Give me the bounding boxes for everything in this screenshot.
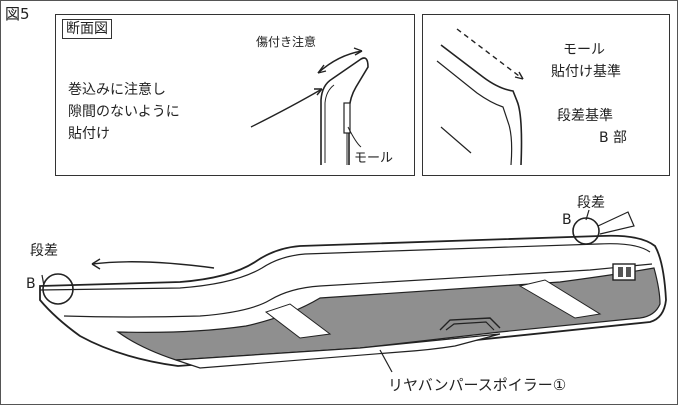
section-panel-outline [320, 57, 369, 165]
part-name-label: リヤバンパースポイラー① [388, 376, 567, 394]
spoiler-highlight-2 [264, 303, 332, 339]
caution-arrow [317, 50, 363, 74]
bracket-icon [612, 263, 636, 281]
b-label-left: B [26, 276, 36, 292]
spoiler-bottom-lip [175, 333, 501, 369]
section-title: 断面図 [62, 19, 112, 39]
b-label-right: B [562, 212, 572, 228]
leader-molding [347, 126, 362, 148]
step-flag-right [597, 211, 635, 235]
leader-part-name [379, 349, 393, 373]
reference-dashed-line [456, 28, 524, 80]
step-ref-line-2: B 部 [599, 130, 628, 146]
reference-drawing [436, 28, 524, 166]
molding-ref-line-1: モール [563, 42, 605, 58]
spoiler-highlight-1 [518, 279, 602, 319]
wrap-caution-line-3: 貼付け [68, 126, 110, 142]
section-drawing [250, 47, 369, 165]
step-label-left: 段差 [30, 243, 58, 259]
molding-label: モール [354, 151, 394, 166]
wrap-caution-line-1: 巻込みに注意し [68, 82, 166, 98]
step-label-right: 段差 [577, 195, 605, 211]
scratch-caution-label: 傷付き注意 [256, 35, 317, 49]
spoiler-shaded-face [116, 267, 661, 361]
figure-label: 図5 [5, 5, 30, 23]
reference-inset-panel: モール 貼付け基準 段差基準 B 部 [422, 14, 670, 176]
spoiler-edge-line [39, 243, 651, 291]
step-ref-line-1: 段差基準 [557, 108, 613, 124]
center-notch [439, 317, 501, 331]
wrap-caution-line-2: 隙間のないように [68, 104, 180, 120]
reference-edge-outer [440, 44, 523, 166]
section-inset-panel: 断面図 傷付き注意 巻込みに注意し 隙間のないように 貼付け モール [55, 14, 415, 176]
molding-ref-line-2: 貼付け基準 [551, 64, 621, 80]
step-circle-left [42, 273, 74, 305]
step-arrow-left [91, 261, 215, 269]
leader-wrap [250, 88, 323, 128]
